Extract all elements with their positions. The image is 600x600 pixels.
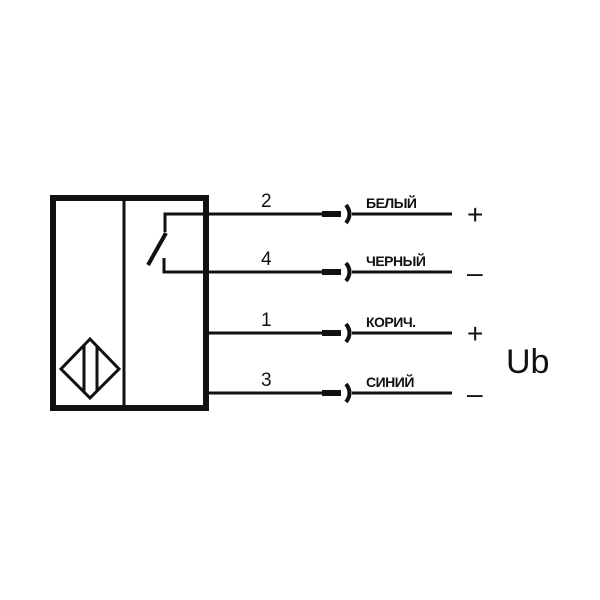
connector-socket-icon (344, 261, 352, 283)
wire-color-label: КОРИЧ. (366, 314, 416, 330)
sensor-symbol-icon (58, 336, 122, 401)
wire-color-label: ЧЕРНЫЙ (366, 252, 426, 269)
connector-socket-icon (344, 382, 352, 404)
pin-number: 4 (261, 249, 272, 270)
wire-color-label: БЕЛЫЙ (366, 194, 417, 211)
polarity-sign: – (467, 257, 483, 288)
connector-socket-icon (344, 322, 352, 344)
polarity-sign: + (467, 318, 483, 349)
wire-color-label: СИНИЙ (366, 373, 414, 390)
pin-number: 1 (261, 310, 272, 331)
wire-4: 4 ЧЕРНЫЙ – (208, 249, 483, 288)
wire-1: 1 КОРИЧ. + (208, 310, 483, 349)
wire-2: 2 БЕЛЫЙ + (208, 191, 483, 230)
polarity-sign: + (467, 199, 483, 230)
pin-number: 3 (261, 370, 272, 391)
supply-voltage-label: Ub (506, 343, 549, 381)
connector-socket-icon (344, 203, 352, 225)
polarity-sign: – (467, 378, 483, 409)
sensor-body (50, 195, 209, 411)
wire-3: 3 СИНИЙ – (208, 370, 483, 409)
switch-contact-icon (146, 212, 208, 274)
pin-number: 2 (261, 191, 272, 212)
